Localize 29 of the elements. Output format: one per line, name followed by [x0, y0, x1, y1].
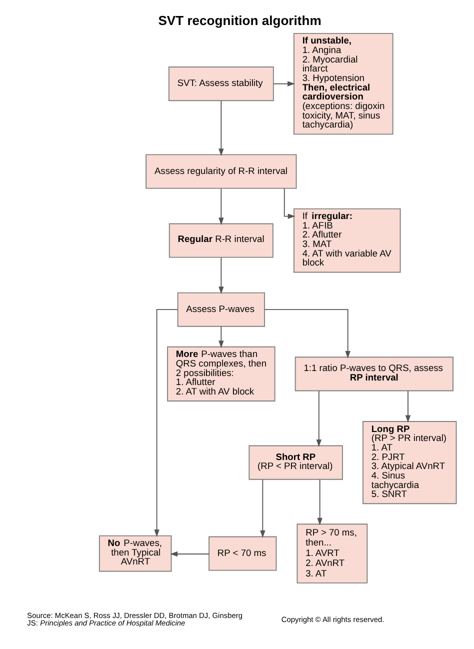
arrow: [272, 81, 295, 86]
arrow: [154, 309, 178, 537]
node-box: Short RP (RP < PR interval): [248, 445, 342, 480]
node-box: No P-waves, then Typical AVnRT: [98, 535, 172, 572]
node-box: Long RP (RP > PR interval) 1. AT 2. PJRT 3. Atypical AVnRT 4. Sinus tachycardia 5. SNRT: [362, 421, 456, 504]
node-box: If irregular: 1. AFIB 2. Aflutter 3. MAT 4. AT with variable AV block: [292, 208, 400, 273]
node-box: Assess regularity of R-R interval: [145, 154, 296, 189]
node-box: RP < 70 ms: [208, 536, 276, 571]
arrow: [404, 390, 410, 423]
arrow: [218, 257, 224, 294]
node-box: Regular R-R interval: [168, 223, 273, 258]
arrow: [218, 326, 224, 348]
diagram-title: SVT recognition algorithm: [158, 13, 321, 28]
arrow: [316, 479, 322, 526]
label: Source: McKean S, Ross JJ, Dressler DD, Brotman DJ, Ginsberg JS: Principles and Practice of Hospital Medicine: [26, 610, 242, 628]
arrow: [170, 551, 209, 557]
node-box: If unstable, 1. Angina 2. Myocardial infarct 3. Hypotension Then, electrical cardioversion (exceptions: digoxin toxicity, MAT, sinus tachycardia): [292, 32, 393, 135]
node-box: More P-waves than QRS complexes, then 2 possibilities: 1. Aflutter 2. AT with AV block: [166, 346, 275, 402]
arrow: [264, 309, 350, 358]
node-box: Assess P-waves: [176, 292, 265, 327]
arrow: [283, 188, 295, 219]
arrow: [316, 390, 322, 447]
arrow: [218, 100, 224, 156]
node-box: RP > 70 ms, then... 1. AVRT 2. AVnRT 3. AT: [296, 524, 368, 584]
node-box: SVT: Assess stability: [168, 66, 274, 102]
node-box: 1:1 ratio P-waves to QRS, assess RP interval: [294, 356, 453, 392]
arrow: [218, 188, 224, 226]
arrow: [260, 479, 265, 538]
label: Copyright © All rights reserved.: [280, 615, 384, 624]
